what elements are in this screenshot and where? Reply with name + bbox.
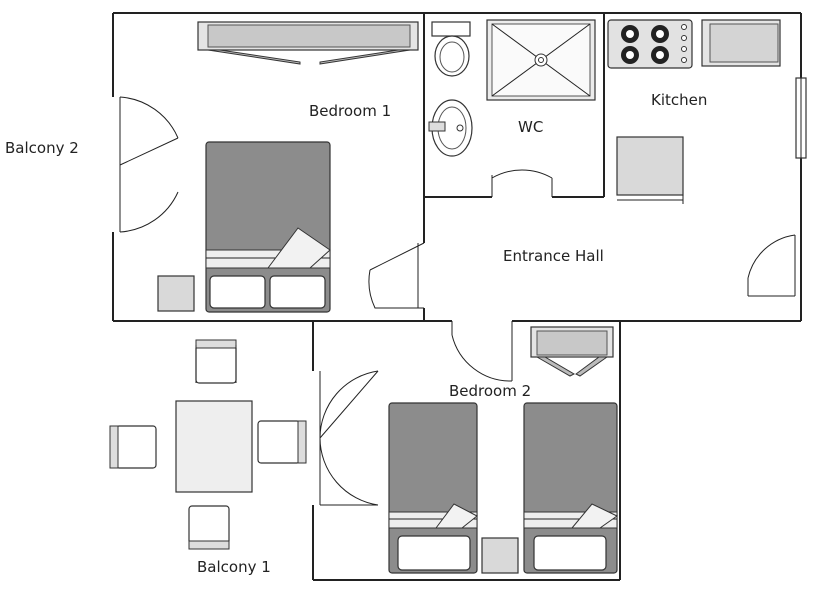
- kitchen-label: Kitchen: [651, 91, 707, 109]
- interior-walls: [423, 13, 605, 321]
- balcony1-chair-bottom: [188, 505, 230, 550]
- balcony1-chair-top: [195, 339, 237, 384]
- bedroom2-single-bed-left: [388, 402, 478, 574]
- bedroom2-single-bed-right: [523, 402, 618, 574]
- balcony2-label: Balcony 2: [5, 139, 79, 157]
- kitchen-stove: [607, 19, 693, 69]
- doors: [119, 96, 796, 506]
- bedroom2-door: [451, 321, 513, 382]
- kitchen-fridge: [616, 136, 684, 204]
- entrance-door: [747, 234, 796, 297]
- bedroom2-label: Bedroom 2: [449, 382, 531, 400]
- outer-walls: [112, 12, 802, 581]
- bedroom2-nightstand: [481, 537, 519, 574]
- wc-toilet: [431, 21, 471, 77]
- bedroom1-nightstand: [157, 275, 195, 312]
- wc-label: WC: [518, 118, 543, 136]
- bedroom1-double-bed: [205, 141, 331, 313]
- balcony1-label: Balcony 1: [197, 558, 271, 576]
- wc-door: [491, 169, 553, 197]
- balcony1-chair-left: [109, 425, 157, 469]
- entrance-hall-label: Entrance Hall: [503, 247, 604, 265]
- kitchen-window: [795, 77, 807, 159]
- kitchen-sink: [701, 19, 781, 67]
- balcony2-door: [119, 96, 179, 233]
- wc-sink: [428, 99, 473, 157]
- bedroom1-label: Bedroom 1: [309, 102, 391, 120]
- bedroom2-wardrobe: [530, 326, 614, 377]
- bedroom1-door: [368, 242, 425, 309]
- balcony1-table: [175, 400, 253, 493]
- wc-shower: [486, 19, 596, 101]
- bedroom1-wardrobe: [197, 21, 419, 65]
- balcony1-chair-right: [257, 420, 307, 464]
- balcony1-door: [319, 370, 379, 506]
